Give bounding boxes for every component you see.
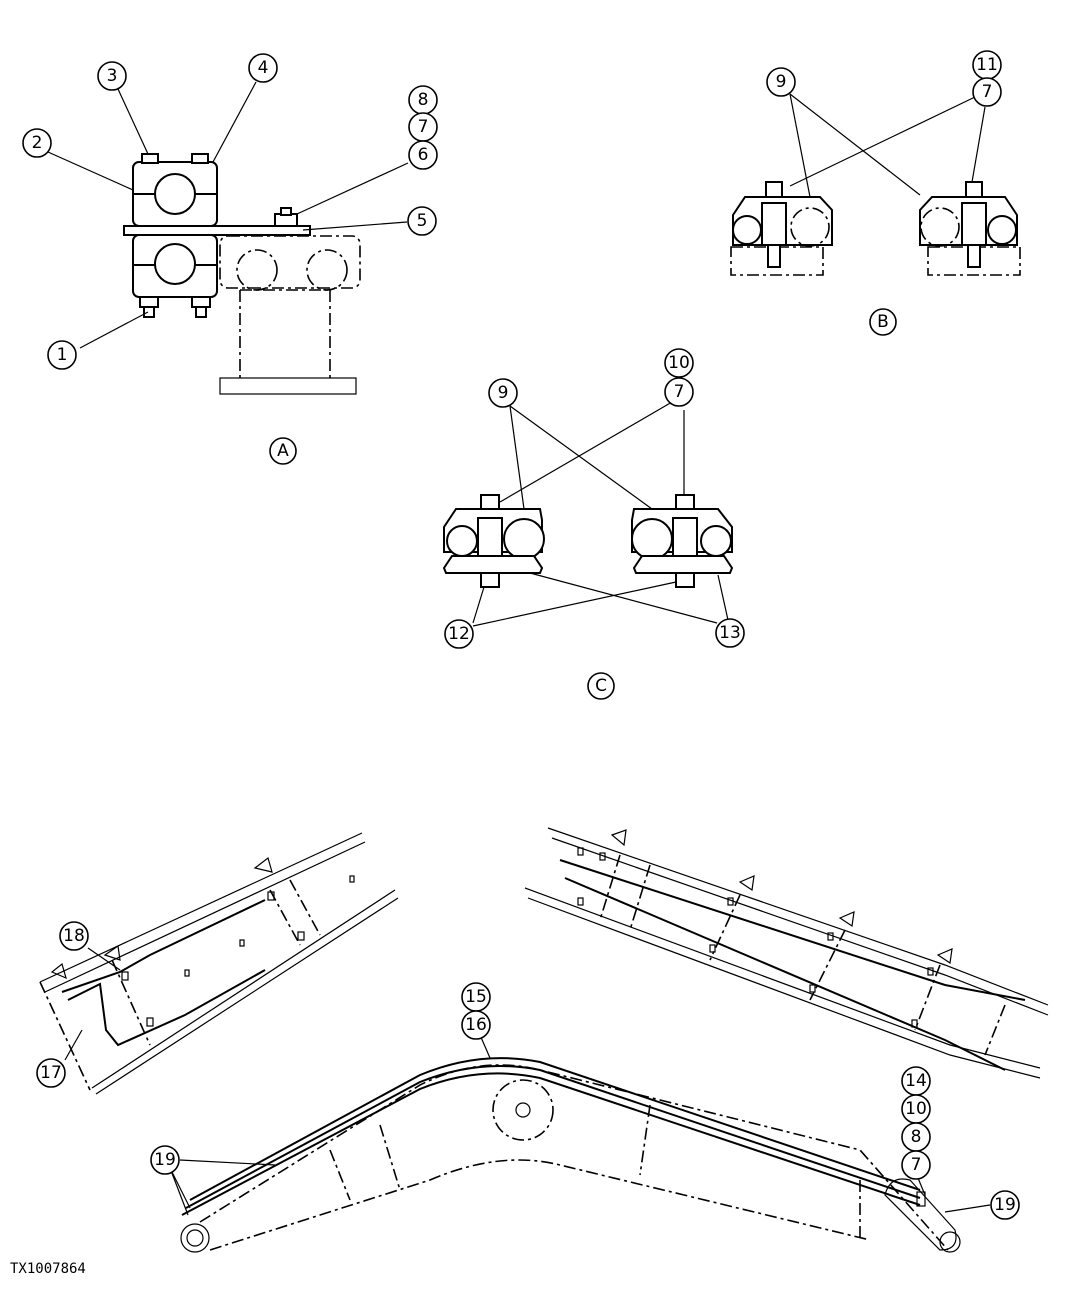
callout-19-left: 19 — [150, 1145, 180, 1175]
svg-text:19: 19 — [154, 1150, 176, 1170]
svg-text:8: 8 — [418, 90, 429, 110]
callout-c-13: 13 — [715, 618, 745, 648]
svg-text:11: 11 — [976, 55, 998, 75]
view-b-clamp-assembly — [730, 93, 1021, 276]
callout-3: 3 — [97, 61, 127, 91]
callout-14: 14 — [901, 1066, 931, 1096]
svg-text:15: 15 — [465, 987, 487, 1007]
callout-b-11: 11 — [972, 50, 1002, 80]
view-label-a: A — [269, 437, 297, 465]
view-c-clamp-assembly — [442, 401, 734, 627]
view-label-c: C — [587, 672, 615, 700]
svg-text:19: 19 — [994, 1195, 1016, 1215]
view-a-clamp-assembly — [47, 81, 409, 395]
svg-text:12: 12 — [448, 624, 470, 644]
callout-4: 4 — [248, 53, 278, 83]
svg-text:A: A — [277, 441, 289, 461]
svg-text:2: 2 — [32, 133, 43, 153]
callout-18: 18 — [59, 921, 89, 951]
svg-text:13: 13 — [719, 623, 741, 643]
svg-text:7: 7 — [911, 1155, 922, 1175]
callout-c-9: 9 — [488, 378, 518, 408]
callout-17: 17 — [36, 1058, 66, 1088]
svg-text:B: B — [877, 312, 889, 332]
callout-7-boom: 7 — [901, 1150, 931, 1180]
svg-text:6: 6 — [418, 145, 429, 165]
svg-text:9: 9 — [498, 383, 509, 403]
callout-b-7: 7 — [972, 77, 1002, 107]
callout-c-10: 10 — [664, 348, 694, 378]
callout-8-boom: 8 — [901, 1122, 931, 1152]
main-boom — [169, 1034, 991, 1253]
callout-b-9: 9 — [766, 67, 796, 97]
boom-detail-right — [524, 827, 1049, 1079]
svg-text:10: 10 — [905, 1099, 927, 1119]
svg-text:8: 8 — [911, 1127, 922, 1147]
svg-text:17: 17 — [40, 1063, 62, 1083]
boom-detail-left — [39, 832, 399, 1095]
svg-text:3: 3 — [107, 66, 118, 86]
svg-text:C: C — [595, 676, 607, 696]
callout-5: 5 — [407, 206, 437, 236]
svg-text:7: 7 — [674, 382, 685, 402]
svg-text:1: 1 — [57, 345, 68, 365]
callout-6: 6 — [408, 140, 438, 170]
svg-text:14: 14 — [905, 1071, 927, 1091]
figure-code: TX1007864 — [10, 1261, 86, 1277]
callout-7: 7 — [408, 112, 438, 142]
callout-19-right: 19 — [990, 1190, 1020, 1220]
svg-text:7: 7 — [418, 117, 429, 137]
svg-text:5: 5 — [417, 211, 428, 231]
callout-1: 1 — [47, 340, 77, 370]
callout-2: 2 — [22, 128, 52, 158]
callout-c-7: 7 — [664, 377, 694, 407]
svg-text:16: 16 — [465, 1015, 487, 1035]
svg-text:18: 18 — [63, 926, 85, 946]
svg-text:4: 4 — [258, 58, 269, 78]
svg-text:10: 10 — [668, 353, 690, 373]
view-label-b: B — [869, 308, 897, 336]
callout-15: 15 — [461, 982, 491, 1012]
svg-text:7: 7 — [982, 82, 993, 102]
svg-text:9: 9 — [776, 72, 787, 92]
callout-8: 8 — [408, 85, 438, 115]
callout-c-12: 12 — [444, 619, 474, 649]
callout-16: 16 — [461, 1010, 491, 1040]
callout-10: 10 — [901, 1094, 931, 1124]
